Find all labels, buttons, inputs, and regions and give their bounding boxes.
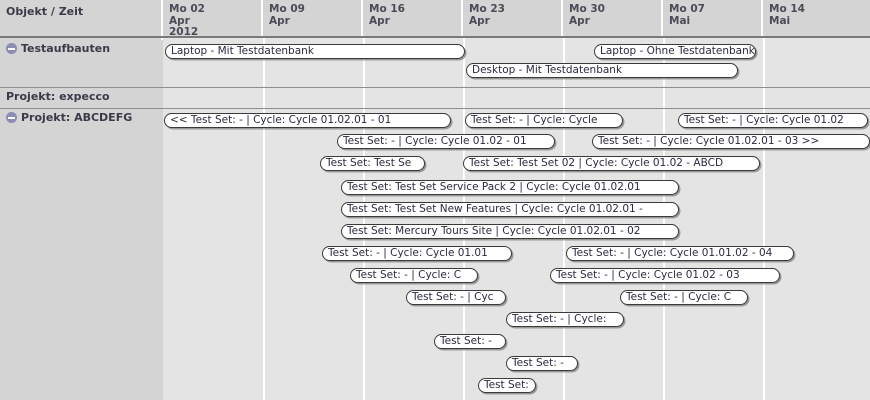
- header-column-3: Mo 23 Apr: [463, 0, 563, 36]
- gantt-bar-label: Desktop - Mit Testdatenbank: [472, 64, 623, 76]
- gantt-bar-label: Test Set: Test Set Service Pack 2 | Cycl…: [347, 181, 641, 193]
- header-column-2-month: Apr: [369, 14, 390, 27]
- gantt-bar[interactable]: Test Set: - | Cycle: Cycle 01.02 - 03: [550, 268, 780, 283]
- header-column-6: Mo 14 Mai: [763, 0, 863, 36]
- gantt-header: Objekt / Zeit Mo 02 Apr 2012 Mo 09 Apr M…: [0, 0, 870, 38]
- gantt-bar-label: Test Set: - | Cycle: C: [356, 269, 462, 281]
- gantt-bar[interactable]: Test Set: - | Cycle: C: [620, 290, 748, 305]
- sidebar-item-projekt-abcdefg-label: Projekt: ABCDEFG: [21, 111, 133, 124]
- header-column-6-dow: Mo 14: [769, 3, 805, 15]
- gantt-bar[interactable]: Test Set: - | Cycle: C: [350, 268, 478, 283]
- gantt-bar-label: Test Set: - | Cycle: Cycle 01.01: [328, 247, 488, 259]
- grid-line: [363, 38, 365, 400]
- gantt-bar[interactable]: Test Set: - | Cycle: Cycle 01.02 - 01: [337, 134, 555, 149]
- gantt-bar[interactable]: Test Set: Test Se: [320, 156, 425, 171]
- sidebar-item-projekt-expecco-label: Projekt: expecco: [6, 90, 110, 103]
- header-label-column: Objekt / Zeit: [0, 0, 163, 36]
- collapse-minus-icon[interactable]: [6, 43, 17, 54]
- grid-line: [463, 38, 465, 400]
- gantt-bar-label: Test Set: - | Cyc: [412, 291, 494, 303]
- grid-line: [763, 38, 765, 400]
- gantt-bar-label: Test Set: - | Cycle: Cycle 01.02 - 01: [343, 135, 527, 147]
- header-column-1-dow: Mo 09: [269, 3, 305, 15]
- gantt-bar[interactable]: Test Set: Test Set New Features | Cycle:…: [341, 202, 679, 217]
- gantt-body: Testaufbauten Projekt: expecco Projekt: …: [0, 38, 870, 400]
- gantt-bar-label: Test Set: - | Cycle: C: [626, 291, 732, 303]
- row-separator: [0, 108, 870, 109]
- header-column-2-dow: Mo 16: [369, 3, 405, 15]
- sidebar-item-projekt-abcdefg[interactable]: Projekt: ABCDEFG: [0, 108, 163, 400]
- gantt-bar-label: Test Set: - | Cycle: Cycle 01.01.02 - 04: [572, 247, 773, 259]
- header-column-5-month: Mai: [669, 14, 691, 27]
- gantt-bar-label: Laptop - Ohne Testdatenbank: [600, 45, 755, 57]
- grid-line: [263, 38, 265, 400]
- collapse-minus-icon[interactable]: [6, 112, 17, 123]
- gantt-bar-label: Test Set: Mercury Tours Site | Cycle: Cy…: [347, 225, 641, 237]
- gantt-bar[interactable]: Laptop - Mit Testdatenbank: [165, 44, 465, 59]
- header-column-1-month: Apr: [269, 14, 290, 27]
- gantt-bar[interactable]: Test Set: - | Cycle: Cycle 01.01: [322, 246, 512, 261]
- gantt-bar-label: << Test Set: - | Cycle: Cycle 01.02.01 -…: [170, 114, 392, 126]
- header-column-0-dow: Mo 02: [169, 3, 205, 15]
- header-column-2: Mo 16 Apr: [363, 0, 463, 36]
- gantt-bar-label: Test Set: - | Cycle: Cycle 01.02: [684, 114, 844, 126]
- gantt-bar-label: Test Set: Test Set 02 | Cycle: Cycle 01.…: [469, 157, 724, 169]
- gantt-bar[interactable]: Test Set:: [478, 378, 536, 393]
- gantt-bar-label: Laptop - Mit Testdatenbank: [171, 45, 314, 57]
- gantt-bar-label: Test Set: -: [440, 335, 492, 347]
- gantt-bar[interactable]: << Test Set: - | Cycle: Cycle 01.02.01 -…: [164, 113, 451, 128]
- sidebar-item-testaufbauten-label: Testaufbauten: [21, 42, 111, 55]
- header-column-0: Mo 02 Apr 2012: [163, 0, 263, 38]
- header-column-0-year: 2012: [169, 26, 199, 38]
- gantt-bar[interactable]: Test Set: - | Cycle: Cycle 01.02.01 - 03…: [592, 134, 870, 149]
- gantt-bar[interactable]: Test Set: - | Cycle: Cycle: [465, 113, 623, 128]
- gantt-bar[interactable]: Test Set: - | Cyc: [406, 290, 506, 305]
- gantt-bar[interactable]: Test Set: -: [506, 356, 578, 371]
- gantt-bar-label: Test Set: - | Cycle:: [512, 313, 607, 325]
- header-column-4: Mo 30 Apr: [563, 0, 663, 36]
- header-column-5-dow: Mo 07: [669, 3, 705, 15]
- header-column-3-month: Apr: [469, 14, 490, 27]
- gantt-bar[interactable]: Desktop - Mit Testdatenbank: [466, 63, 738, 78]
- gantt-bar[interactable]: Test Set: -: [434, 334, 506, 349]
- sidebar-item-testaufbauten[interactable]: Testaufbauten: [0, 40, 163, 87]
- header-column-4-month: Apr: [569, 14, 590, 27]
- gantt-bar[interactable]: Test Set: - | Cycle: Cycle 01.01.02 - 04: [566, 246, 794, 261]
- gantt-bar-label: Test Set: - | Cycle: Cycle: [471, 114, 598, 126]
- gantt-bar[interactable]: Test Set: Test Set 02 | Cycle: Cycle 01.…: [463, 156, 760, 171]
- row-separator: [0, 87, 870, 88]
- header-column-4-dow: Mo 30: [569, 3, 605, 15]
- header-column-1: Mo 09 Apr: [263, 0, 363, 36]
- gantt-bar-label: Test Set:: [484, 379, 529, 391]
- gantt-bar[interactable]: Test Set: Mercury Tours Site | Cycle: Cy…: [341, 224, 679, 239]
- gantt-bar-label: Test Set: Test Set New Features | Cycle:…: [347, 203, 643, 215]
- header-column-0-month: Apr: [169, 14, 190, 27]
- gantt-bar[interactable]: Test Set: - | Cycle: Cycle 01.02: [678, 113, 868, 128]
- grid-line: [563, 38, 565, 400]
- header-column-6-month: Mai: [769, 14, 791, 27]
- gantt-bar-label: Test Set: Test Se: [326, 157, 412, 169]
- grid-line: [663, 38, 665, 400]
- gantt-bar-label: Test Set: -: [512, 357, 564, 369]
- header-column-3-dow: Mo 23: [469, 3, 505, 15]
- gantt-bar[interactable]: Test Set: - | Cycle:: [506, 312, 624, 327]
- gantt-bar[interactable]: Laptop - Ohne Testdatenbank: [594, 44, 756, 59]
- gantt-bar[interactable]: Test Set: Test Set Service Pack 2 | Cycl…: [341, 180, 679, 195]
- header-column-5: Mo 07 Mai: [663, 0, 763, 36]
- sidebar-item-projekt-expecco[interactable]: Projekt: expecco: [0, 87, 163, 108]
- gantt-bar-label: Test Set: - | Cycle: Cycle 01.02.01 - 03…: [598, 135, 820, 147]
- gantt-bar-label: Test Set: - | Cycle: Cycle 01.02 - 03: [556, 269, 740, 281]
